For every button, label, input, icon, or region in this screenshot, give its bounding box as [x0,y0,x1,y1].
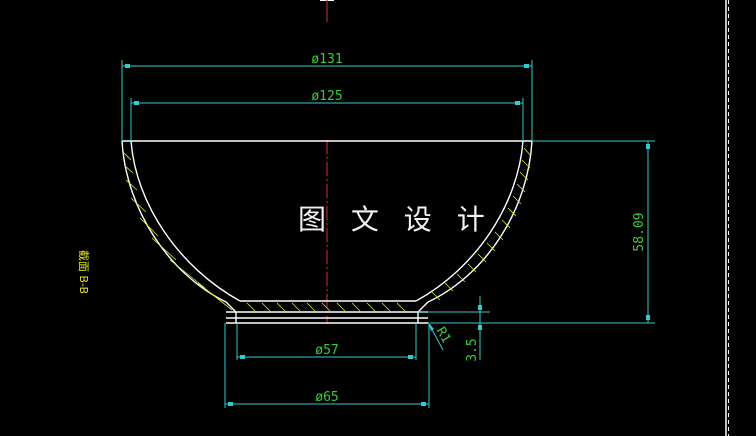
dimension-inner-top-diameter[interactable] [130,98,524,141]
dimension-height[interactable] [430,140,655,324]
section-hatching [122,147,532,312]
drawing-frame-border [725,0,729,436]
section-label: 截面 B-B [77,250,91,294]
height-label: 58.09 [632,212,647,251]
dimension-base-inner-diameter[interactable] [236,323,417,360]
dimension-outer-top-diameter[interactable] [121,60,533,141]
inner-top-diameter-label: ø125 [311,89,342,104]
watermark-text: 图 文 设 计 [298,203,493,236]
fillet-radius-label: R1 [433,325,454,346]
outer-top-diameter-label: ø131 [311,52,342,67]
base-outer-diameter-label: ø65 [315,390,338,405]
dimension-base-step[interactable] [418,296,490,360]
base-inner-diameter-label: ø57 [315,343,338,358]
base-step-label: 3.5 [465,338,480,361]
dimension-base-outer-diameter[interactable] [224,323,430,408]
